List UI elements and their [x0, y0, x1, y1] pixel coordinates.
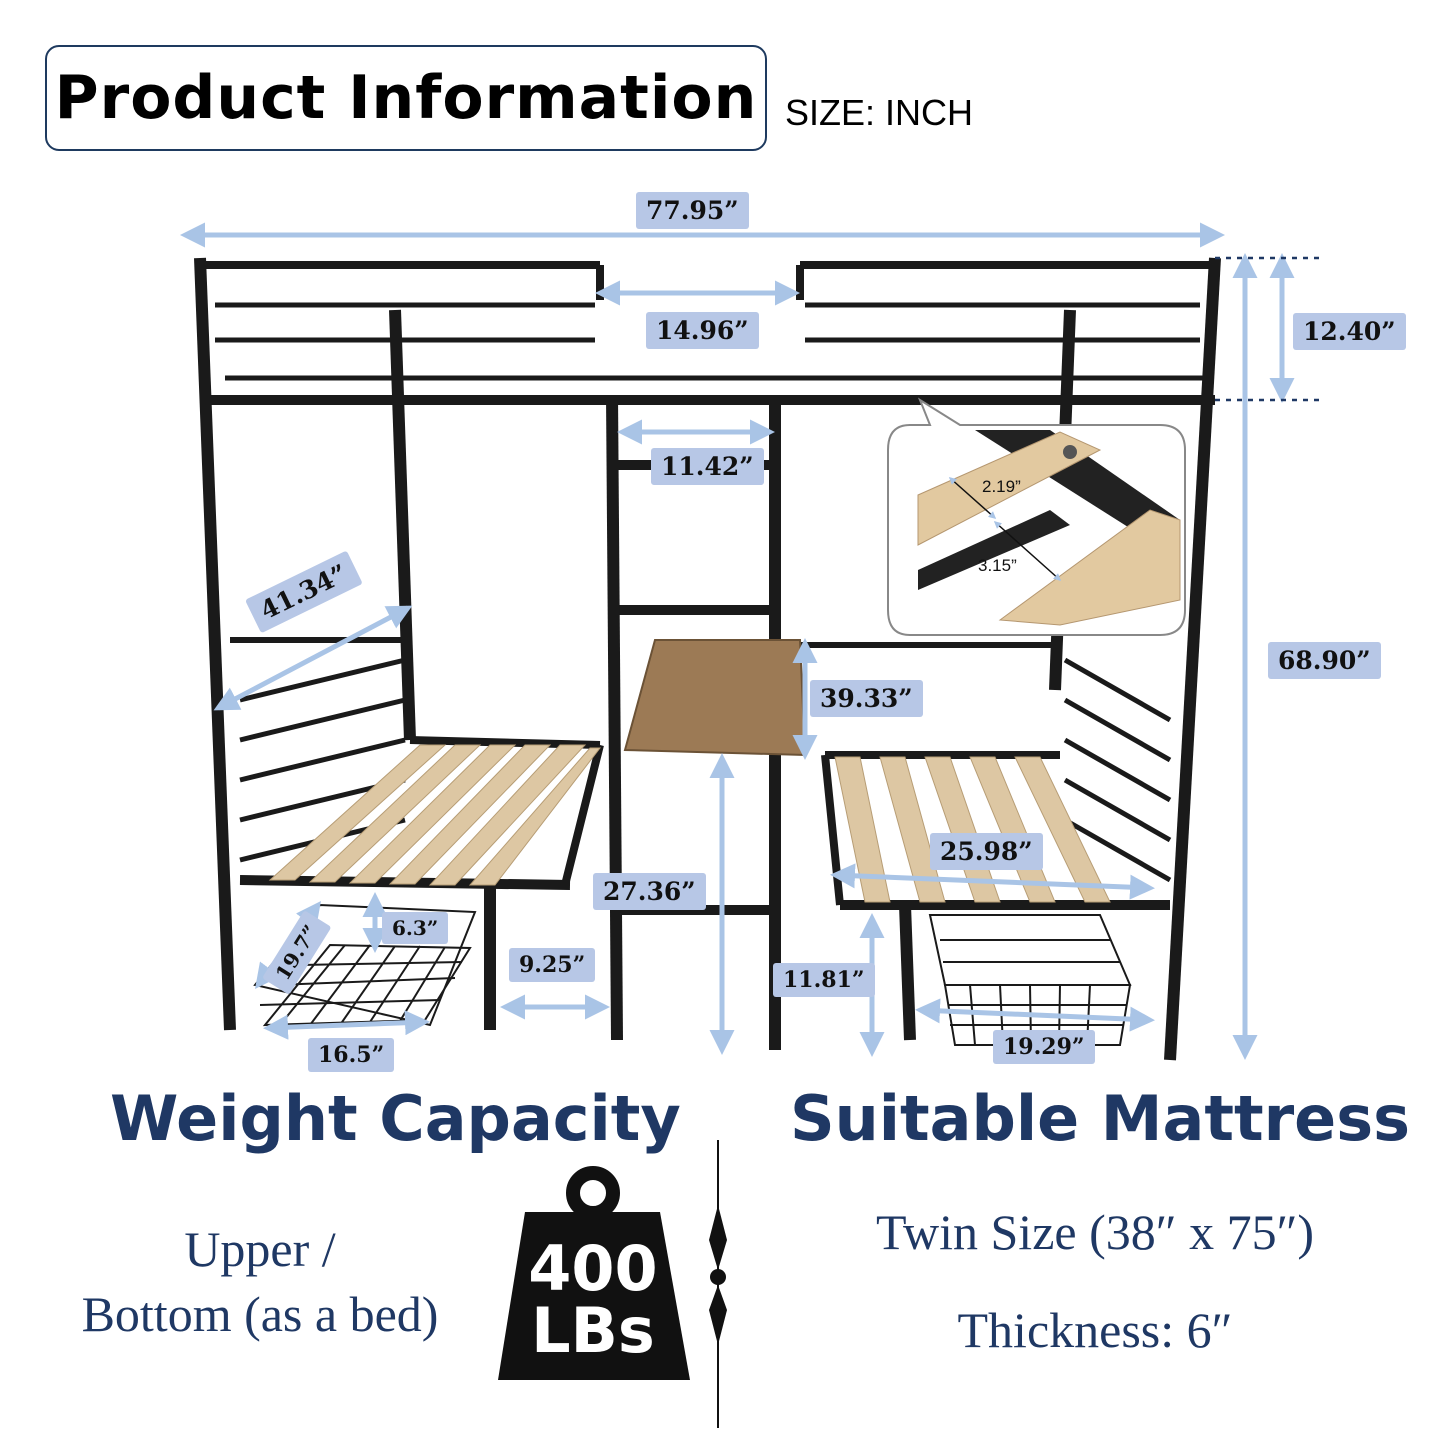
- weight-applies-line2: Bottom (as a bed): [81, 1286, 439, 1342]
- desk-clearance-label: 27.36”: [593, 873, 706, 910]
- weight-value: 400: [528, 1232, 658, 1305]
- left-bed-slats: [268, 744, 602, 886]
- basket-width-right-label: 19.29”: [993, 1030, 1095, 1064]
- slat-width-label: 2.19”: [982, 477, 1021, 496]
- weight-icon: [498, 1166, 690, 1380]
- title-box: Product Information: [45, 45, 767, 151]
- desk-height-label: 39.33”: [810, 680, 923, 717]
- weight-applies-line1: Upper /: [184, 1221, 336, 1277]
- slat-detail-inset: [887, 397, 1186, 636]
- weight-unit: LBs: [531, 1294, 655, 1367]
- weight-value-block: 400 LBs: [503, 1238, 683, 1362]
- overall-height-label: 68.90”: [1268, 642, 1381, 679]
- size-unit-label: SIZE: INCH: [785, 92, 974, 133]
- mattress-heading: Suitable Mattress: [790, 1082, 1411, 1155]
- desk-board: [623, 639, 807, 757]
- mattress-size: Twin Size (38″ x 75″): [875, 1204, 1315, 1260]
- weight-applies-to: Upper / Bottom (as a bed): [40, 1217, 480, 1347]
- lower-bed-depth-label: 25.98”: [930, 833, 1043, 870]
- guardrail-height-label: 12.40”: [1293, 313, 1406, 350]
- weight-capacity-heading: Weight Capacity: [110, 1082, 681, 1155]
- ladder-width-label: 11.42”: [651, 448, 764, 485]
- under-bed-clearance-label: 11.81”: [773, 963, 875, 997]
- dimension-arrows: [180, 222, 1295, 1060]
- slat-gap-label: 3.15”: [978, 556, 1017, 575]
- page-title: Product Information: [54, 63, 758, 133]
- overall-width-label: 77.95”: [636, 192, 749, 229]
- leg-gap-label: 9.25”: [509, 948, 596, 982]
- mattress-thickness: Thickness: 6″: [957, 1302, 1233, 1358]
- basket-width-left-label: 16.5”: [308, 1038, 395, 1072]
- basket-height-label: 6.3”: [382, 912, 449, 944]
- divider-ornament: [709, 1140, 727, 1428]
- upper-gap-label: 14.96”: [646, 312, 759, 349]
- right-basket: [928, 914, 1132, 1046]
